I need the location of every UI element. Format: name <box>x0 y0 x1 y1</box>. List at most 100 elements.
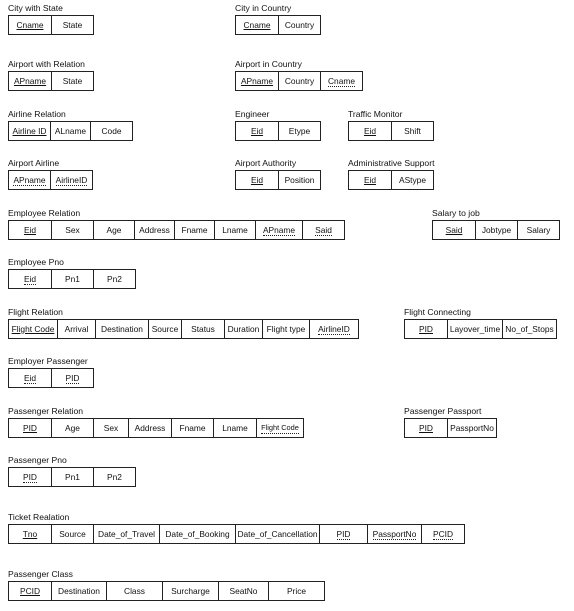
attribute-label: PCID <box>19 586 40 596</box>
foreign-key-attribute: PCID <box>421 525 464 543</box>
relation-title: Airline Relation <box>8 109 66 119</box>
foreign-key-attribute: Flight Code <box>256 419 303 437</box>
relation-title: City with State <box>8 3 63 13</box>
attribute-label: Eid <box>250 126 264 136</box>
attribute-label: Eid <box>23 372 37 384</box>
attribute-label: Fname <box>181 225 208 235</box>
attribute-label: Class <box>124 586 145 596</box>
attribute: Price <box>268 582 324 600</box>
attribute-label: AStype <box>398 175 426 185</box>
attribute: Country <box>278 72 320 90</box>
relation-title: Employee Pno <box>8 257 64 267</box>
attribute-label: Sex <box>103 423 119 433</box>
attribute-label: Fname <box>179 423 206 433</box>
attribute-label: Jobtype <box>481 225 512 235</box>
attribute-label: Pn1 <box>65 472 80 482</box>
relation-title: Airport with Relation <box>8 59 85 69</box>
attribute-label: PassportNo <box>450 423 494 433</box>
attribute-label: SeatNo <box>229 586 258 596</box>
attribute: Date_of_Travel <box>93 525 159 543</box>
attribute-label: PID <box>65 372 80 384</box>
attribute-label: Etype <box>288 126 311 136</box>
attribute-label: PCID <box>432 528 453 540</box>
attribute: State <box>51 72 93 90</box>
attribute-label: Address <box>134 423 166 433</box>
attribute: Source <box>148 320 181 338</box>
attribute: Pn2 <box>93 270 135 288</box>
attribute-label: APname <box>262 224 296 236</box>
attribute-label: Age <box>106 225 122 235</box>
relation-title: Salary to job <box>432 208 480 218</box>
primary-key-attribute: APname <box>9 72 51 90</box>
attribute: Sex <box>93 419 128 437</box>
foreign-key-attribute: Cname <box>320 72 362 90</box>
foreign-key-attribute: PID <box>51 369 93 387</box>
attribute-label: Date_of_Cancellation <box>237 529 318 539</box>
attribute: No_of_Stops <box>502 320 556 338</box>
attribute-label: Pn2 <box>107 274 122 284</box>
attribute-label: Cname <box>243 20 271 30</box>
attribute-label: ALname <box>54 126 87 136</box>
relation-title: Passenger Class <box>8 569 73 579</box>
attribute-label: Salary <box>526 225 551 235</box>
relation-attribute-row: Eid PID <box>8 368 94 388</box>
attribute: Class <box>106 582 162 600</box>
attribute: Status <box>181 320 224 338</box>
primary-key-attribute: PCID <box>9 582 51 600</box>
attribute: Address <box>134 221 174 239</box>
primary-key-attribute: Eid <box>9 221 51 239</box>
relation-title: Flight Relation <box>8 307 63 317</box>
relation-title: Ticket Realation <box>8 512 70 522</box>
attribute: Age <box>51 419 93 437</box>
attribute-label: Position <box>284 175 315 185</box>
relation-title: Employee Relation <box>8 208 81 218</box>
attribute: Source <box>51 525 93 543</box>
attribute: Address <box>128 419 171 437</box>
attribute-label: PID <box>419 324 433 334</box>
attribute-label: PID <box>419 423 433 433</box>
attribute-label: Shift <box>404 126 421 136</box>
attribute-label: PID <box>336 528 351 540</box>
attribute: Code <box>90 122 132 140</box>
attribute-label: Date_of_Travel <box>98 529 155 539</box>
attribute: Arrival <box>57 320 95 338</box>
relation-attribute-row: Eid Pn1 Pn2 <box>8 269 136 289</box>
attribute-label: Country <box>284 76 315 86</box>
attribute: Fname <box>171 419 213 437</box>
attribute-label: Code <box>101 126 122 136</box>
attribute: SeatNo <box>218 582 268 600</box>
primary-key-attribute: Cname <box>9 16 51 34</box>
relation-title: Airport in Country <box>235 59 302 69</box>
attribute-label: Duration <box>227 324 260 334</box>
attribute-label: Sex <box>65 225 80 235</box>
primary-key-attribute: Tno <box>9 525 51 543</box>
attribute-label: Source <box>59 529 86 539</box>
attribute-label: APname <box>240 76 274 86</box>
attribute-label: Cname <box>328 75 355 87</box>
attribute-label: Arrival <box>64 324 89 334</box>
relation-title: Flight Connecting <box>404 307 471 317</box>
primary-key-attribute: Eid <box>349 122 391 140</box>
foreign-key-attribute: Eid <box>9 270 51 288</box>
foreign-key-attribute: Eid <box>9 369 51 387</box>
attribute-label: AirlineID <box>55 174 88 186</box>
attribute-label: Pn1 <box>65 274 80 284</box>
primary-key-attribute: Flight Code <box>9 320 57 338</box>
attribute: Fname <box>174 221 214 239</box>
attribute: ALname <box>50 122 90 140</box>
attribute-label: Flight Code <box>11 324 55 334</box>
attribute-label: Eid <box>23 273 37 285</box>
